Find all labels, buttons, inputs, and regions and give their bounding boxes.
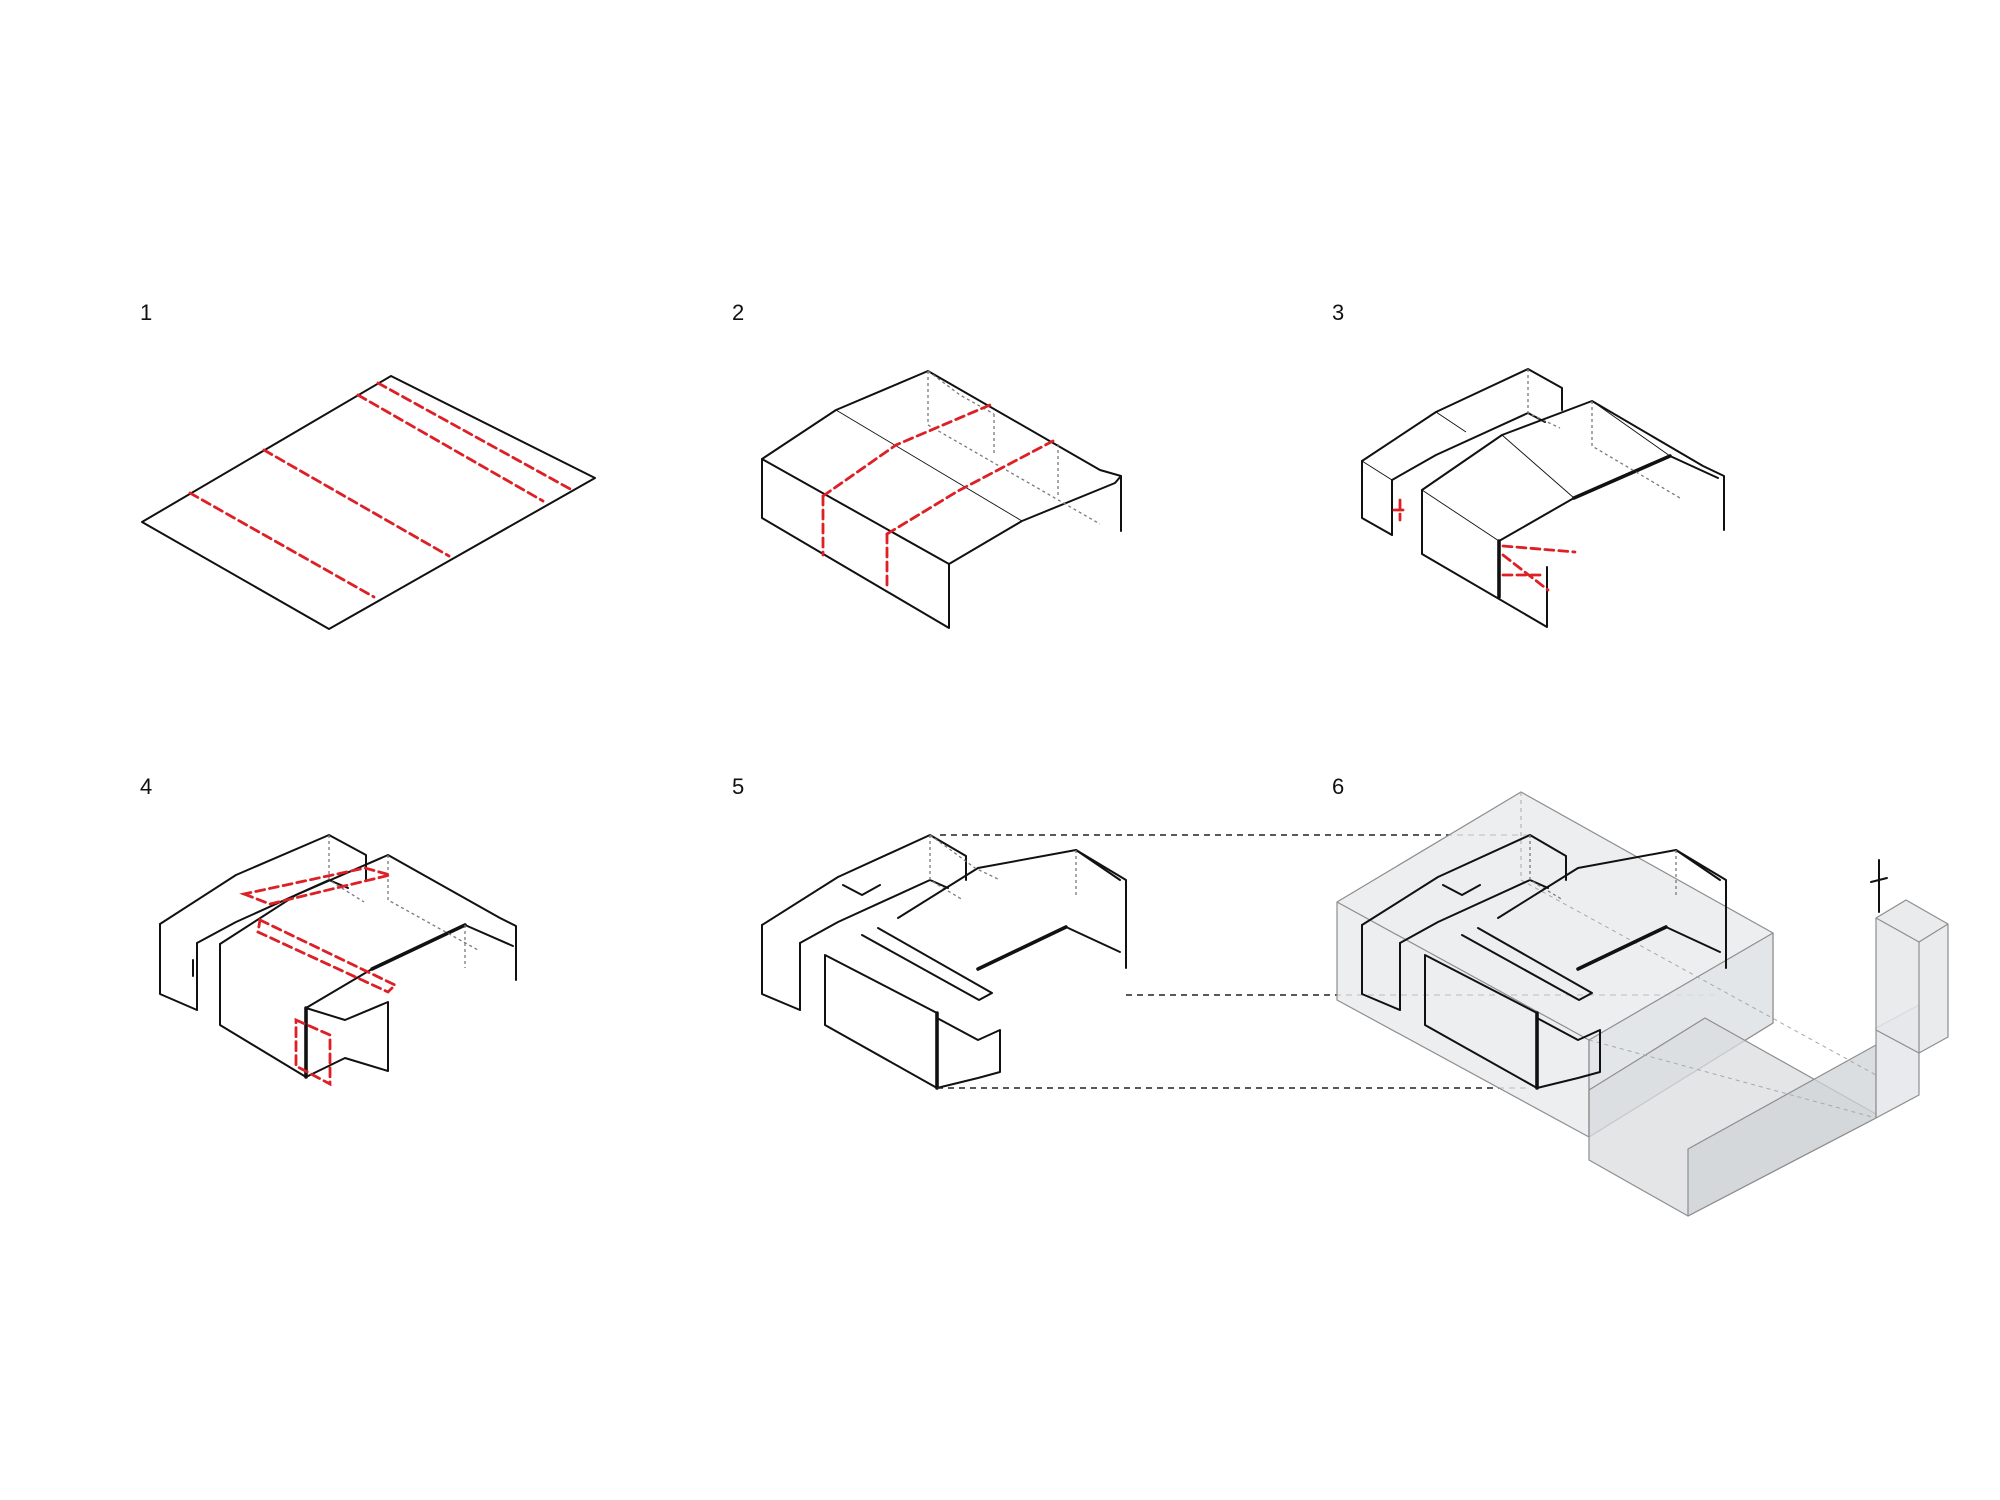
fold-line	[885, 439, 1055, 536]
front-shell-eave	[1498, 455, 1719, 542]
front-shell-back	[1075, 849, 1127, 969]
hidden-back-edge	[927, 370, 995, 415]
hidden-back-edge	[387, 855, 479, 951]
middle-strip	[1461, 927, 1593, 1001]
fold-line	[1501, 544, 1577, 554]
rear-shell-crease	[1361, 460, 1393, 481]
front-shell-roof	[219, 854, 517, 981]
rear-shell-eave	[1399, 879, 1549, 944]
hidden-back-edge	[1529, 835, 1564, 901]
hidden-back-edge	[929, 834, 1001, 881]
step-2-label: 2	[732, 300, 744, 325]
entry-cutout	[1536, 1017, 1601, 1089]
step-5-separated-pieces	[761, 834, 1127, 1090]
hidden-back-edge	[929, 835, 964, 901]
tower-volume	[1875, 899, 1949, 1054]
front-shell-crease	[1421, 489, 1500, 542]
volume-guide	[1588, 1039, 1877, 1119]
fold-line	[821, 403, 992, 498]
front-shell-eave	[1665, 926, 1721, 953]
step-3-label: 3	[1332, 300, 1344, 325]
roof-notch	[1442, 884, 1481, 896]
front-shell-seam	[370, 923, 467, 971]
step-6-assembly	[1336, 791, 1949, 1217]
front-shell-seam	[1576, 925, 1668, 971]
step-4-label: 4	[140, 774, 152, 799]
main-volume-edge	[1336, 901, 1590, 1041]
sheet-outline	[141, 375, 596, 630]
roof-crease	[927, 370, 1101, 471]
entry-cutout	[305, 1001, 389, 1078]
front-shell-back	[1675, 849, 1727, 969]
rear-shell-wall	[1361, 924, 1401, 1011]
front-shell-wall	[1421, 489, 1548, 628]
wall-crease	[761, 458, 950, 565]
cut-outline	[294, 1017, 332, 1087]
roof-crease	[835, 409, 1023, 522]
cross-mark-icon	[1870, 877, 1888, 883]
rear-shell-wall	[761, 924, 801, 1011]
volume-guide	[1520, 879, 1877, 1076]
step-3-split-shells	[1361, 368, 1725, 628]
hidden-back-edge	[1591, 401, 1681, 499]
step-6-label: 6	[1332, 774, 1344, 799]
middle-strip	[861, 927, 993, 1001]
step-1-flat-sheet	[141, 375, 596, 630]
fold-line	[356, 393, 545, 503]
step-1-label: 1	[140, 300, 152, 325]
front-shell-eave	[1065, 926, 1121, 953]
front-shell-eave	[305, 924, 514, 1009]
entry-cutout	[936, 1017, 1001, 1089]
rear-shell-crease	[1435, 411, 1467, 433]
fold-line	[376, 381, 574, 492]
hidden-back-edge	[927, 371, 1101, 525]
rear-shell-eave	[799, 879, 949, 944]
shell-eave	[948, 475, 1122, 565]
fold-line	[262, 448, 451, 558]
fold-line	[188, 491, 376, 599]
rear-shell-wall	[159, 923, 198, 1011]
front-shell-crease	[1591, 400, 1671, 457]
shell-front-wall	[761, 458, 950, 629]
front-shell-crease	[1501, 434, 1575, 499]
middle-roof-strip	[1497, 849, 1721, 919]
front-shell-seam	[1572, 454, 1672, 500]
cut-outline	[256, 917, 398, 994]
step-2-folded-shell	[761, 370, 1122, 629]
front-shell-roof	[1421, 400, 1725, 531]
front-shell-wall	[824, 954, 938, 1089]
rear-shell-wall	[1361, 460, 1393, 536]
middle-roof-strip	[897, 849, 1121, 919]
rear-shell-roof	[761, 834, 967, 926]
step-5-label: 5	[732, 774, 744, 799]
front-shell-seam	[976, 925, 1068, 971]
step-4-cut-openings	[159, 834, 517, 1087]
hidden-back-edge	[1527, 369, 1561, 429]
roof-notch	[842, 884, 881, 896]
front-shell-wall	[219, 943, 307, 1078]
fold-line	[1501, 553, 1550, 592]
cut-outline	[239, 866, 396, 906]
rear-shell-eave	[1391, 412, 1546, 481]
